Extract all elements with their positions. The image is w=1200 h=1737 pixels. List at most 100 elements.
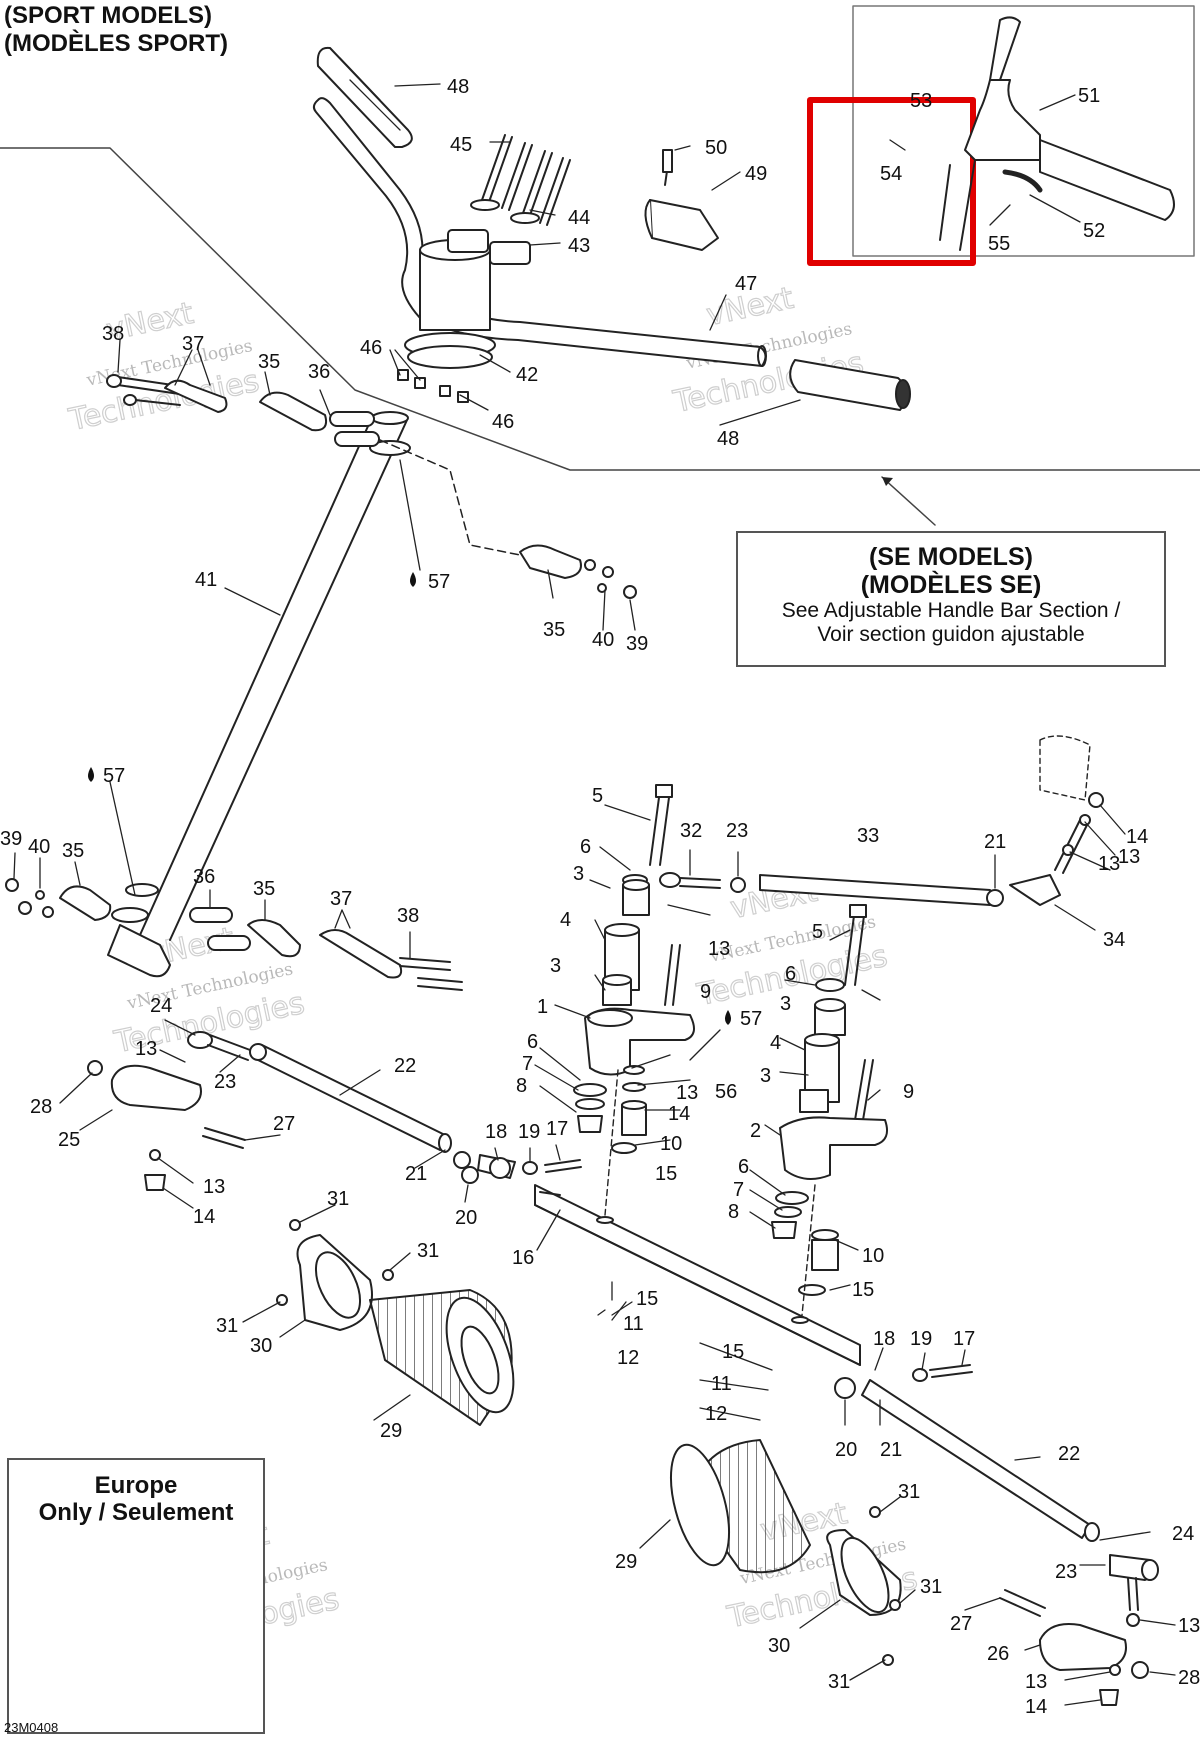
- tie-rod-end-left: [453, 1151, 582, 1184]
- part-label: 13: [708, 938, 730, 960]
- part-number-labels: 48 45 50 49 44 43 53 54 51 52 55 47 42 4…: [0, 76, 1200, 1718]
- part-label: 15: [636, 1288, 658, 1310]
- steering-crossbar: [534, 1184, 861, 1366]
- reference-line: [0, 147, 1200, 471]
- part-label: 46: [360, 337, 382, 359]
- se-inset-frame: [852, 5, 1195, 257]
- grip-top: [316, 46, 413, 148]
- part-label: 25: [58, 1129, 80, 1151]
- part-label: 12: [617, 1347, 639, 1369]
- part-label: 9: [700, 981, 711, 1003]
- part-label: 23: [726, 820, 748, 842]
- part-label: 3: [760, 1065, 771, 1087]
- part-label: 33: [857, 825, 879, 847]
- part-label: 31: [920, 1576, 942, 1598]
- part-label: 14: [668, 1103, 690, 1125]
- part-label: 38: [102, 323, 124, 345]
- part-label: 3: [550, 955, 561, 977]
- part-label: 26: [987, 1643, 1009, 1665]
- part-label: 14: [1126, 826, 1148, 848]
- leader-lines: [13, 83, 1176, 1706]
- part-label: 57: [740, 1008, 762, 1030]
- column-clamp: [397, 134, 571, 403]
- part-label: 31: [327, 1188, 349, 1210]
- part-label: 48: [717, 428, 739, 450]
- part-label: 11: [623, 1313, 644, 1335]
- part-label: 14: [1025, 1696, 1047, 1718]
- part-label: 37: [330, 888, 352, 910]
- part-label: 46: [492, 411, 514, 433]
- part-label: 4: [770, 1032, 781, 1054]
- tie-rod-left: [87, 1031, 452, 1191]
- part-label: 51: [1078, 85, 1100, 107]
- steering-column: [107, 411, 411, 978]
- part-label: 21: [405, 1163, 427, 1185]
- part-label: 28: [30, 1096, 52, 1118]
- part-label: 50: [705, 137, 727, 159]
- part-label: 44: [568, 207, 590, 229]
- part-label: 15: [852, 1279, 874, 1301]
- se-note-title-en: (SE MODELS): [869, 543, 1033, 571]
- part-label: 20: [455, 1207, 477, 1229]
- part-label: 6: [580, 836, 591, 858]
- europe-only-box: Europe Only / Seulement: [7, 1458, 265, 1734]
- part-label: 29: [615, 1551, 637, 1573]
- part-label: 35: [258, 351, 280, 373]
- sport-title-line2: (MODÈLES SPORT): [4, 30, 229, 57]
- part-label: 15: [655, 1163, 677, 1185]
- part-label: 42: [516, 364, 538, 386]
- throttle-lever: [644, 149, 719, 251]
- part-label: 31: [828, 1671, 850, 1693]
- part-label: 40: [28, 836, 50, 858]
- part-label: 30: [250, 1335, 272, 1357]
- part-label: 1: [537, 996, 548, 1018]
- part-label: 3: [573, 863, 584, 885]
- part-label: 23: [1055, 1561, 1077, 1583]
- part-label: 24: [1172, 1523, 1194, 1545]
- part-label: 10: [660, 1133, 682, 1155]
- part-label: 7: [522, 1053, 533, 1075]
- part-label: 29: [380, 1420, 402, 1442]
- part-label: 13: [1098, 853, 1120, 875]
- part-label: 35: [62, 840, 84, 862]
- steering-arm-left: [573, 784, 695, 1216]
- part-label: 18: [485, 1121, 507, 1143]
- part-label: 6: [785, 963, 796, 985]
- part-label: 48: [447, 76, 469, 98]
- part-label: 57: [103, 765, 125, 787]
- part-label: 22: [1058, 1443, 1080, 1465]
- part-label: 7: [733, 1179, 744, 1201]
- part-label: 17: [546, 1118, 568, 1140]
- part-label: 19: [518, 1121, 540, 1143]
- part-label: 32: [680, 820, 702, 842]
- tie-rod-upper: [659, 735, 1104, 907]
- part-label: 36: [308, 361, 330, 383]
- part-label: 39: [626, 633, 648, 655]
- part-label: 41: [195, 569, 217, 591]
- part-label: 24: [150, 995, 172, 1017]
- part-label: 39: [0, 828, 22, 850]
- part-label: 9: [903, 1081, 914, 1103]
- part-label: 55: [988, 233, 1010, 255]
- part-label: 13: [1025, 1671, 1047, 1693]
- part-label: 8: [728, 1201, 739, 1223]
- part-label: 13: [676, 1082, 698, 1104]
- part-label: 20: [835, 1439, 857, 1461]
- tie-rod-right: [834, 1364, 1159, 1706]
- part-label: 4: [560, 909, 571, 931]
- linkage-lower: [5, 878, 463, 991]
- grease-symbols: [88, 572, 731, 1025]
- part-label: 13: [1178, 1615, 1200, 1637]
- linkage-upper: [106, 374, 380, 447]
- part-label: 49: [745, 163, 767, 185]
- part-label: 14: [193, 1206, 215, 1228]
- part-label: 54: [880, 163, 902, 185]
- drawing-code: 23M0408: [4, 1720, 59, 1735]
- part-label: 57: [428, 571, 450, 593]
- part-label: 2: [750, 1120, 761, 1142]
- part-label: 12: [705, 1403, 727, 1425]
- part-label: 13: [1118, 846, 1140, 868]
- part-label: 17: [953, 1328, 975, 1350]
- highlight-box: [807, 97, 976, 266]
